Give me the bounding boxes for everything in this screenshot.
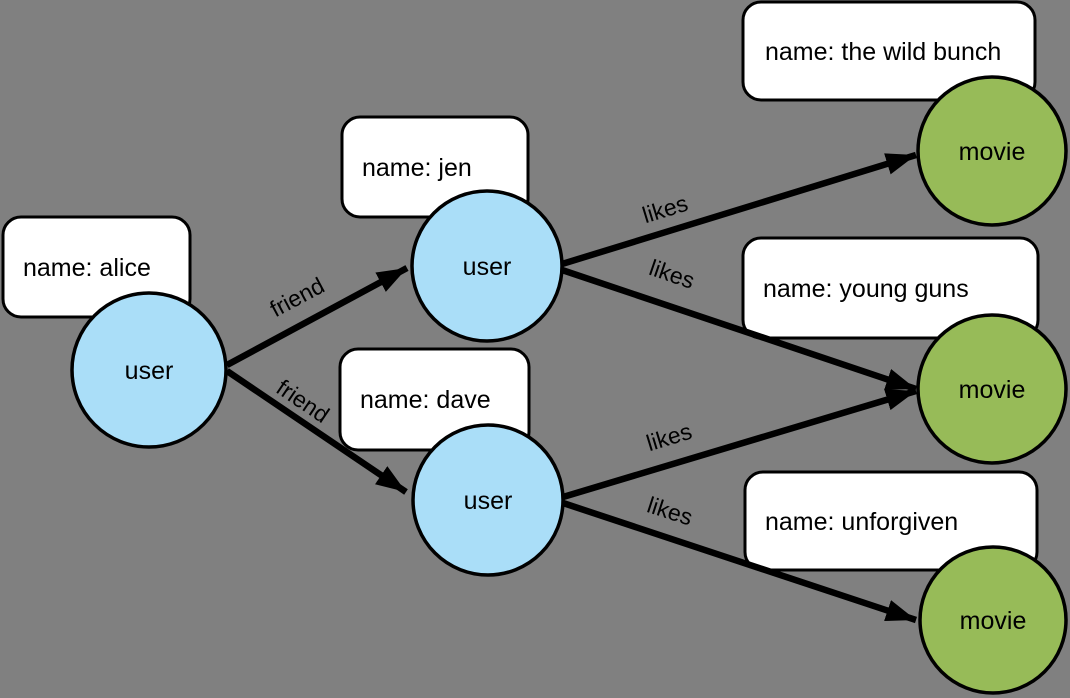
property-label-the-wild-bunch: name: the wild bunch (765, 38, 1001, 66)
node-type-label-dave: user (464, 487, 513, 515)
edge-likes-jen-young-guns (560, 266, 918, 393)
node-type-label-unforgiven: movie (960, 607, 1027, 635)
movie-node-the-wild-bunch (916, 75, 1068, 227)
movie-node-unforgiven (918, 545, 1068, 695)
node-type-label-the-wild-bunch: movie (959, 138, 1026, 166)
property-label-alice: name: alice (23, 254, 151, 282)
property-label-unforgiven: name: unforgiven (765, 508, 958, 536)
user-node-alice (70, 291, 228, 449)
property-label-young-guns: name: young guns (763, 275, 969, 303)
node-type-label-young-guns: movie (959, 376, 1026, 404)
property-box-unforgiven (743, 470, 1039, 572)
user-node-jen (410, 189, 564, 343)
edge-likes-dave-young-guns (562, 387, 917, 501)
edge-likes-dave-unforgiven (561, 499, 918, 624)
node-type-label-jen: user (463, 253, 512, 281)
edge-friend-alice-dave (225, 368, 408, 495)
edge-friend-alice-jen (225, 265, 409, 368)
property-label-dave: name: dave (360, 386, 491, 414)
nodes: user user user movie movie movie (70, 75, 1068, 695)
user-node-dave (411, 423, 565, 577)
movie-node-young-guns (916, 313, 1068, 465)
edge-likes-jen-the-wild-bunch (561, 151, 917, 268)
node-type-label-alice: user (125, 357, 174, 385)
property-box-young-guns (741, 236, 1040, 340)
property-label-jen: name: jen (362, 154, 472, 182)
property-box-the-wild-bunch (741, 0, 1037, 102)
